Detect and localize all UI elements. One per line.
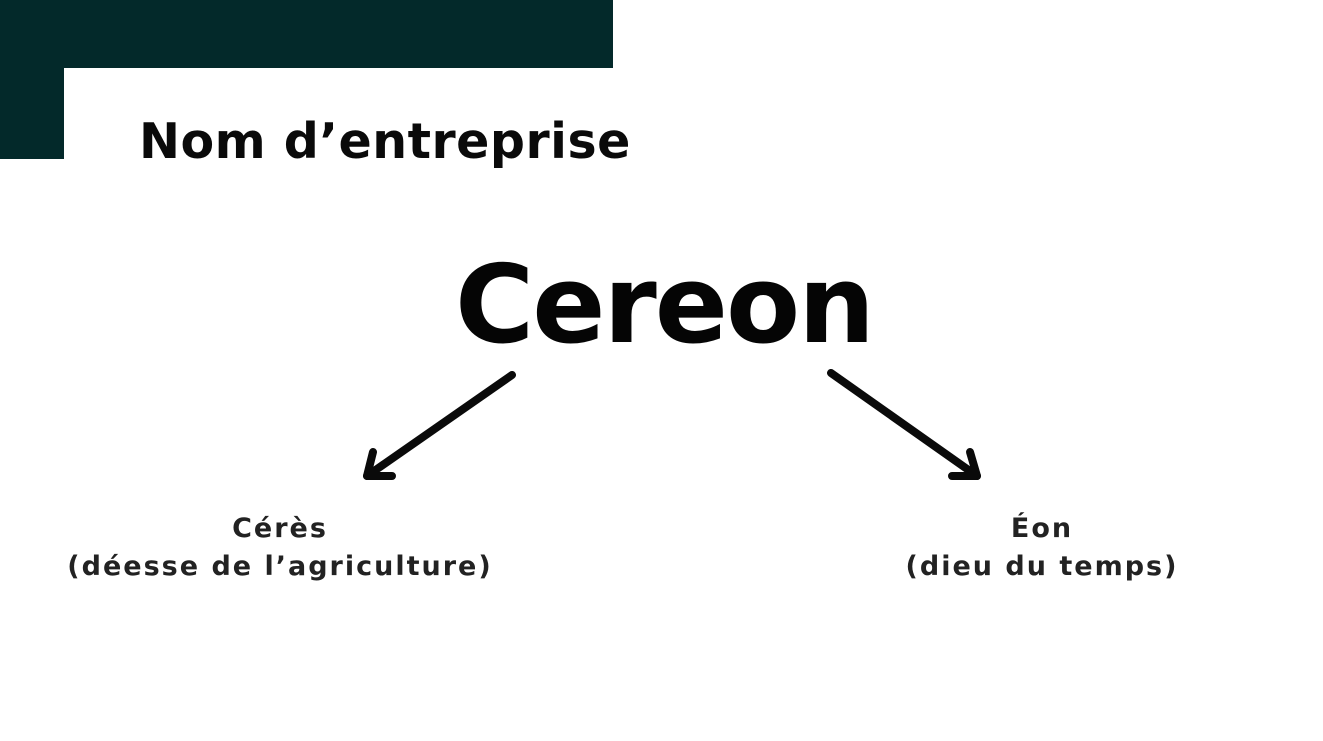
origin-ceres-description: (déesse de l’agriculture) — [67, 551, 493, 582]
origin-eon: Éon (dieu du temps) — [882, 510, 1202, 586]
arrow-right — [827, 369, 981, 480]
origin-eon-description: (dieu du temps) — [905, 551, 1179, 582]
origin-eon-name: Éon — [1010, 513, 1074, 544]
origin-ceres-name: Cérès — [232, 513, 328, 544]
company-name: Cereon — [454, 243, 875, 368]
origin-ceres: Cérès (déesse de l’agriculture) — [60, 510, 500, 586]
accent-bar-side — [0, 0, 64, 159]
slide-title: Nom d’entreprise — [139, 113, 631, 170]
arrow-left — [363, 371, 516, 480]
accent-bar-top — [0, 0, 613, 68]
